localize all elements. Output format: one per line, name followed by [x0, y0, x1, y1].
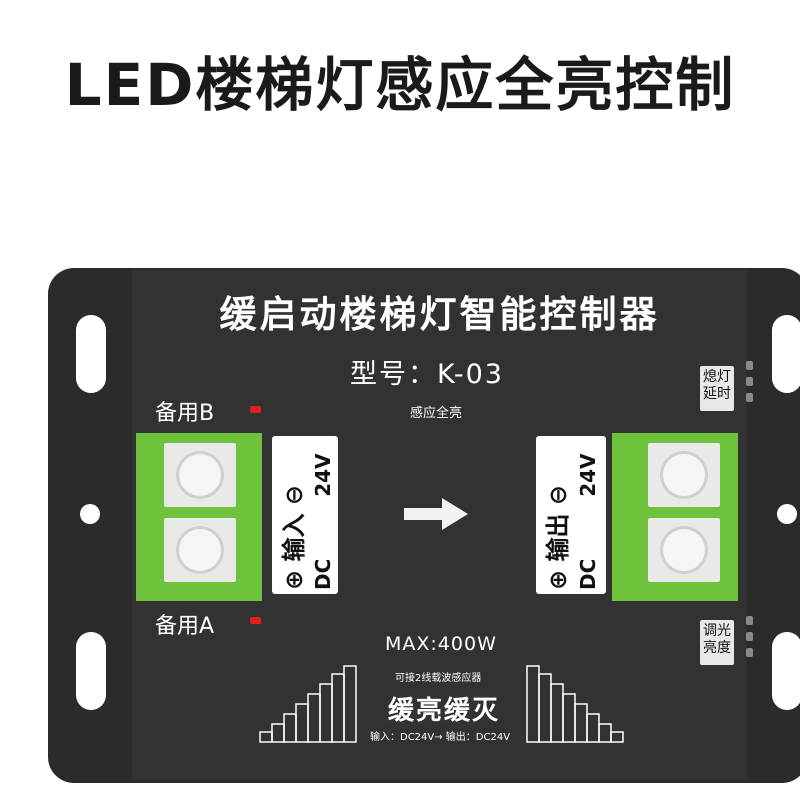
brightness-line-1: 调光 — [703, 623, 731, 639]
input-screw-block-2 — [164, 518, 236, 582]
output-screw-block-2 — [648, 518, 720, 582]
input-positive-icon: ⊕ — [280, 569, 308, 590]
input-screw-block-1 — [164, 443, 236, 507]
input-voltage-text: DC 24V — [310, 453, 336, 590]
output-positive-icon: ⊕ — [544, 569, 572, 590]
output-screw-block-1 — [648, 443, 720, 507]
max-power: MAX:400W — [385, 633, 497, 655]
input-dc: DC — [311, 558, 335, 590]
brightness-label: 调光 亮度 — [700, 620, 734, 665]
sensor-hint: 可接2线载波感应器 — [395, 673, 482, 684]
brightness-line-2: 亮度 — [703, 640, 731, 656]
spare-a-led — [250, 617, 261, 624]
input-label-box — [272, 436, 338, 594]
mounting-slot-bottom-left — [76, 632, 106, 710]
spare-b-label: 备用B — [155, 401, 215, 426]
off-delay-label: 熄灯 延时 — [700, 366, 734, 411]
mounting-slot-top-left — [76, 315, 106, 393]
input-label-text: ⊕ 输入 ⊖ — [280, 485, 308, 590]
spare-b-led — [250, 406, 261, 413]
mounting-hole-right — [777, 504, 797, 524]
input-screw-1[interactable] — [176, 451, 224, 499]
off-delay-line-2: 延时 — [703, 386, 731, 402]
output-voltage-text: DC 24V — [575, 453, 601, 590]
output-screw-2[interactable] — [660, 526, 708, 574]
output-name: 输出 — [544, 513, 572, 562]
output-negative-icon: ⊖ — [544, 485, 572, 506]
output-label-box — [536, 436, 606, 594]
output-voltage: 24V — [576, 453, 600, 497]
fade-out-ramp-graphic — [526, 665, 624, 743]
mounting-slot-top-right — [772, 315, 800, 393]
output-dc: DC — [576, 558, 600, 590]
device-title: 缓启动楼梯灯智能控制器 — [219, 293, 660, 336]
fade-mode-label: 缓亮缓灭 — [388, 696, 501, 726]
output-label-text: ⊕ 输出 ⊖ — [544, 485, 572, 590]
mounting-slot-bottom-right — [772, 632, 800, 710]
off-delay-line-1: 熄灯 — [703, 369, 731, 385]
input-name: 输入 — [280, 513, 308, 562]
input-voltage: 24V — [311, 453, 335, 497]
output-screw-1[interactable] — [660, 451, 708, 499]
fade-in-ramp-graphic — [259, 665, 357, 743]
model-number: 型号：K-03 — [350, 359, 504, 390]
headline: LED楼梯灯感应全亮控制 — [64, 51, 736, 119]
right-arrow-icon — [404, 498, 468, 530]
input-negative-icon: ⊖ — [280, 485, 308, 506]
device-subtitle: 感应全亮 — [410, 406, 463, 421]
input-screw-2[interactable] — [176, 526, 224, 574]
spare-a-label: 备用A — [155, 614, 215, 639]
mounting-hole-left — [80, 504, 100, 524]
io-spec-footer: 输入：DC24V→ 输出：DC24V — [370, 732, 511, 743]
